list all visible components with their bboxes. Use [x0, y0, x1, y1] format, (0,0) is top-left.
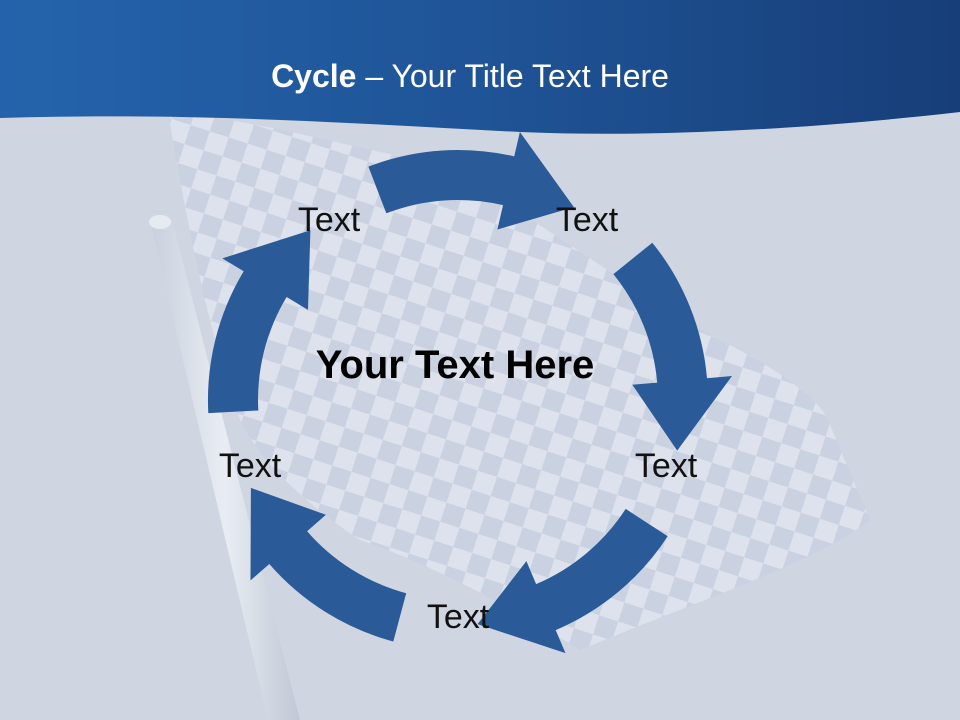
header-banner	[0, 0, 960, 134]
arrow-bottom-right-icon	[477, 508, 668, 654]
arrow-bottom-left-icon	[250, 487, 407, 642]
center-text: Your Text Here	[315, 343, 595, 387]
title-rest: – Your Title Text Here	[356, 58, 669, 94]
arrow-top-icon	[368, 132, 574, 230]
checkered-flag	[168, 112, 870, 650]
slide-title: Cycle – Your Title Text Here	[0, 54, 940, 98]
flag-pole	[150, 220, 300, 720]
arrow-right-icon	[613, 242, 732, 451]
label-top-left: Text	[297, 201, 361, 239]
label-bottom: Text	[426, 598, 490, 636]
arrow-left-icon	[207, 230, 311, 414]
label-left: Text	[218, 447, 282, 485]
title-bold: Cycle	[271, 58, 357, 94]
label-top-right: Text	[555, 201, 619, 239]
label-right: Text	[634, 447, 698, 485]
